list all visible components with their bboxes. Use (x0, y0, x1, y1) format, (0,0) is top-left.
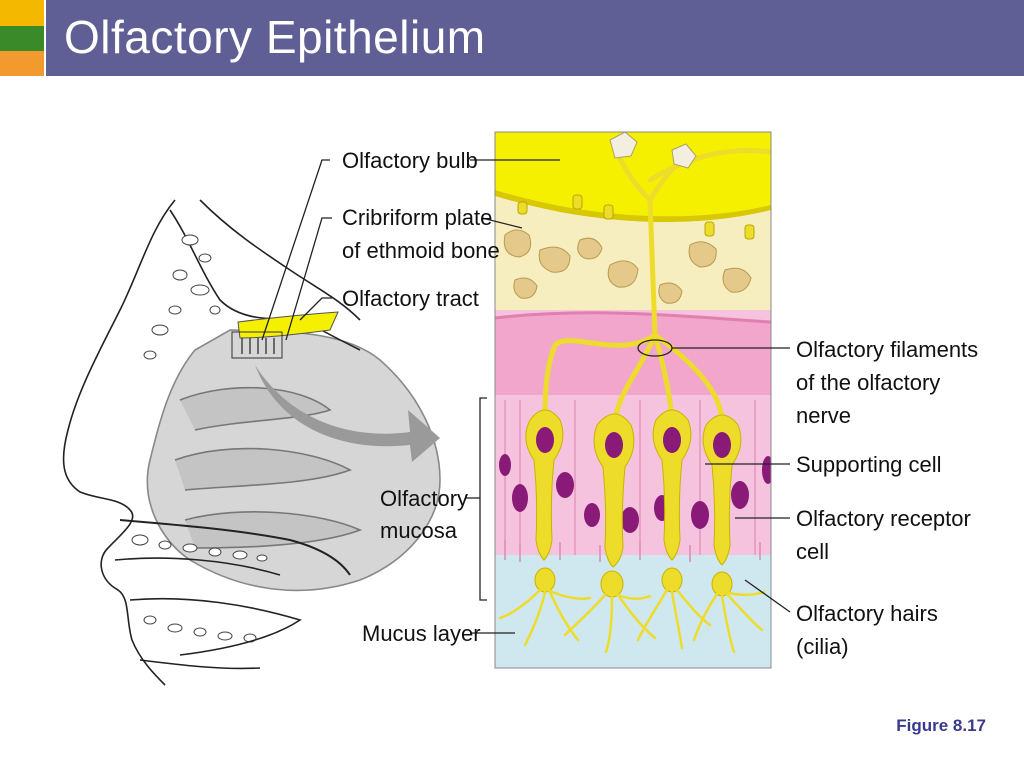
hard-palate (119, 519, 351, 576)
zoom-box (231, 331, 283, 359)
title-bar (46, 0, 1024, 76)
label-filaments-3: nerve (796, 403, 851, 428)
label-olfactory-mucosa-2: mucosa (380, 518, 458, 543)
label-receptor-cell-1: Olfactory receptor (796, 506, 971, 531)
zoom-arrow (255, 365, 440, 462)
labels: Olfactory bulb Cribriform plate of ethmo… (342, 148, 978, 659)
receptor-neurons (498, 409, 766, 654)
label-olfactory-tract: Olfactory tract (342, 286, 479, 311)
label-olfactory-bulb: Olfactory bulb (342, 148, 478, 173)
filament-ticks (241, 338, 275, 354)
label-ethmoid-bone: of ethmoid bone (342, 238, 500, 263)
label-receptor-cell-2: cell (796, 539, 829, 564)
label-filaments-2: of the olfactory (796, 370, 940, 395)
accent-yellow (0, 0, 44, 26)
accent-orange (0, 51, 44, 76)
title-accent (0, 0, 44, 76)
label-olfactory-hairs: Olfactory hairs (796, 601, 938, 626)
supporting-nuclei (499, 454, 771, 533)
magnified-panel (495, 132, 771, 668)
head-section (62, 199, 441, 686)
lamina-propria (495, 312, 771, 395)
label-cilia: (cilia) (796, 634, 849, 659)
panel-border (494, 131, 772, 669)
accent-green (0, 26, 44, 51)
figure-reference: Figure 8.17 (896, 716, 986, 735)
face-outline (62, 199, 176, 686)
slide-title: Olfactory Epithelium (64, 11, 486, 63)
label-mucus-layer: Mucus layer (362, 621, 481, 646)
leader-lines (261, 159, 791, 634)
label-filaments-1: Olfactory filaments (796, 337, 978, 362)
label-supporting-cell: Supporting cell (796, 452, 942, 477)
mucus-layer-band (495, 555, 771, 668)
label-cribriform-plate: Cribriform plate (342, 205, 492, 230)
mucosa-bracket (479, 397, 487, 601)
bulb-layer (495, 132, 771, 217)
label-olfactory-mucosa-1: Olfactory (380, 486, 468, 511)
bone-layer (495, 196, 771, 310)
